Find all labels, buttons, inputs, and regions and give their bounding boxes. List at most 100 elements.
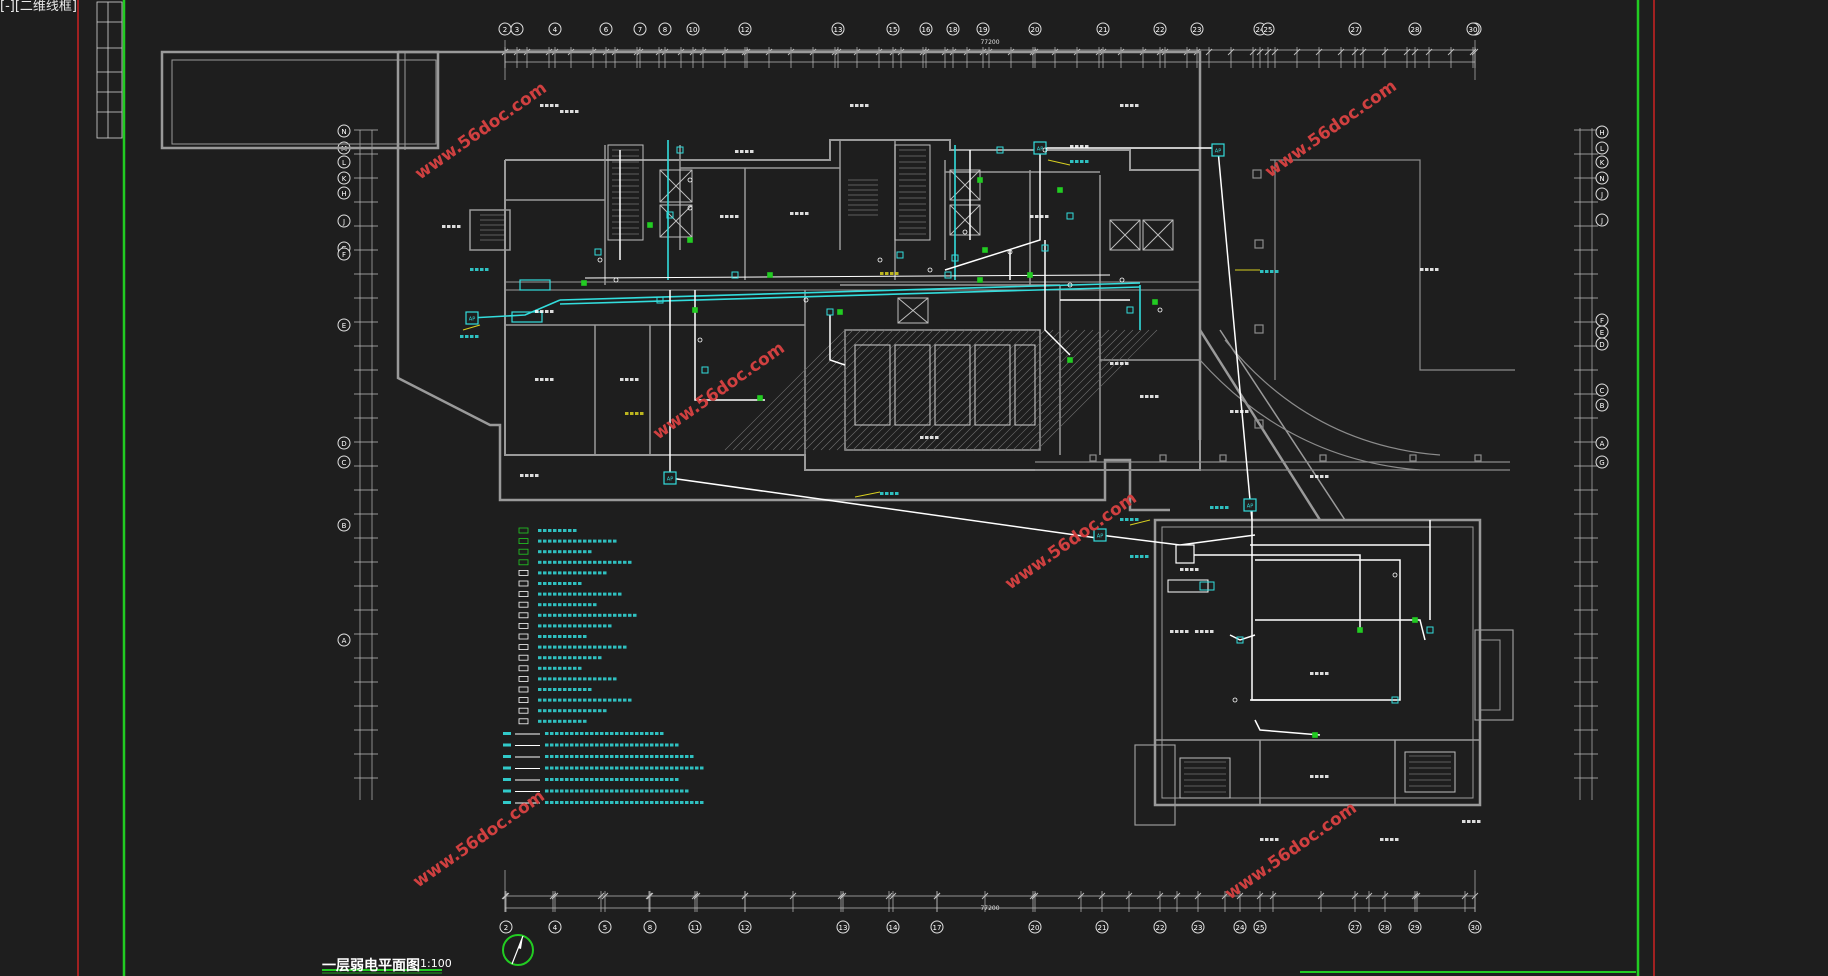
watermark-text: www.56doc.com <box>411 78 550 184</box>
svg-text:28: 28 <box>1411 26 1420 34</box>
axis-bubble-right: N <box>1595 171 1609 185</box>
site-landscape <box>1035 159 1515 471</box>
svg-text:B: B <box>342 522 347 530</box>
axis-bubble-top: 19 <box>976 22 990 36</box>
axis-bubble-right: E <box>1595 325 1609 339</box>
svg-text:2: 2 <box>503 26 507 34</box>
north-arrow-icon <box>502 934 534 966</box>
axis-bubble-top: 6 <box>599 22 613 36</box>
svg-text:4: 4 <box>553 924 558 932</box>
axis-bubble-right: H <box>1595 125 1609 139</box>
svg-text:AP: AP <box>1097 534 1103 540</box>
svg-text:12: 12 <box>741 924 750 932</box>
svg-text:21: 21 <box>1099 26 1108 34</box>
svg-text:AP: AP <box>1247 504 1253 510</box>
svg-text:20: 20 <box>1031 26 1040 34</box>
svg-text:A: A <box>1600 440 1605 448</box>
axis-bubble-top: 25 <box>1261 22 1275 36</box>
stair-treads <box>480 149 1451 793</box>
axis-bubble-bottom: 23 <box>1191 920 1205 934</box>
legend <box>503 527 704 804</box>
axis-bubble-bottom: 21 <box>1095 920 1109 934</box>
svg-text:22: 22 <box>1156 26 1165 34</box>
axis-bubble-right: F <box>1595 313 1609 327</box>
svg-text:20: 20 <box>1031 924 1040 932</box>
axis-bubble-top: 27 <box>1348 22 1362 36</box>
axis-bubble-bottom: 2 <box>499 920 513 934</box>
dimension-lines <box>359 40 1593 912</box>
axis-bubble-bottom: 8 <box>643 920 657 934</box>
svg-text:L: L <box>342 159 346 167</box>
right-dimension-ticks <box>1574 129 1598 779</box>
axis-bubble-top: 4 <box>548 22 562 36</box>
svg-text:C: C <box>1600 387 1605 395</box>
viewport-label[interactable]: [-][二维线框] <box>0 0 77 14</box>
svg-text:16: 16 <box>922 26 931 34</box>
watermark-text: www.56doc.com <box>409 786 548 892</box>
svg-text:AP: AP <box>469 317 475 323</box>
svg-text:K: K <box>342 175 347 183</box>
axis-bubble-bottom: 11 <box>688 920 702 934</box>
svg-text:23: 23 <box>1194 924 1203 932</box>
axis-bubble-top: 23 <box>1190 22 1204 36</box>
axis-bubble-top: 8 <box>658 22 672 36</box>
svg-text:A: A <box>342 637 347 645</box>
svg-text:B: B <box>1600 402 1605 410</box>
axis-bubble-bottom: 12 <box>738 920 752 934</box>
svg-text:H: H <box>341 190 346 198</box>
axis-bubble-top: 13 <box>831 22 845 36</box>
svg-text:K: K <box>1600 159 1605 167</box>
axis-bubble-bottom: 25 <box>1253 920 1267 934</box>
svg-text:15: 15 <box>889 26 898 34</box>
axis-bubble-bottom: 24 <box>1233 920 1247 934</box>
axis-bubble-top: 12 <box>738 22 752 36</box>
svg-text:E: E <box>342 322 346 330</box>
svg-text:24: 24 <box>1256 26 1265 34</box>
axis-bubble-left: N <box>337 124 351 138</box>
drawing-frame <box>77 0 1655 976</box>
axis-bubble-right: D <box>1595 337 1609 351</box>
axis-bubble-bottom: 30 <box>1468 920 1482 934</box>
device-symbols <box>581 146 1434 738</box>
axis-bubble-bottom: 4 <box>548 920 562 934</box>
svg-text:12: 12 <box>741 26 750 34</box>
svg-text:19: 19 <box>979 26 988 34</box>
svg-text:G: G <box>1599 459 1604 467</box>
svg-text:L: L <box>1600 145 1604 153</box>
svg-text:28: 28 <box>1381 924 1390 932</box>
axis-bubble-top: 20 <box>1028 22 1042 36</box>
svg-text:24: 24 <box>1236 924 1245 932</box>
svg-text:27: 27 <box>1351 924 1360 932</box>
watermark-text: www.56doc.com <box>1261 76 1400 182</box>
axis-bubble-right: L <box>1595 141 1609 155</box>
watermark-text: www.56doc.com <box>1221 798 1360 904</box>
axis-bubble-bottom: 22 <box>1153 920 1167 934</box>
axis-bubble-top: 3 <box>510 22 524 36</box>
svg-text:AP: AP <box>1037 147 1043 153</box>
signal-cables <box>584 147 1431 736</box>
axis-bubble-top: 15 <box>886 22 900 36</box>
axis-bubble-right: G <box>1595 455 1609 469</box>
axis-bubble-right: J <box>1595 187 1609 201</box>
svg-text:3: 3 <box>515 26 519 34</box>
axis-bubble-bottom: 13 <box>836 920 850 934</box>
svg-text:27: 27 <box>1351 26 1360 34</box>
axis-bubble-bottom: 28 <box>1378 920 1392 934</box>
axis-bubble-bottom: 27 <box>1348 920 1362 934</box>
axis-bubble-left: C <box>337 455 351 469</box>
axis-bubble-top: 2 <box>498 22 512 36</box>
left-dimension-ticks <box>354 129 378 779</box>
axis-bubble-bottom: 20 <box>1028 920 1042 934</box>
axis-bubble-left: A <box>337 633 351 647</box>
svg-text:D: D <box>341 440 346 448</box>
axis-bubble-top: 10 <box>686 22 700 36</box>
svg-text:21: 21 <box>1098 924 1107 932</box>
axis-bubble-top: 22 <box>1153 22 1167 36</box>
svg-text:AP: AP <box>1215 149 1221 155</box>
svg-text:30: 30 <box>1469 26 1478 34</box>
axis-bubble-left: D <box>337 436 351 450</box>
drawing-scale: 1:100 <box>420 957 452 970</box>
axis-bubble-right: C <box>1595 383 1609 397</box>
svg-text:J: J <box>1600 191 1603 199</box>
